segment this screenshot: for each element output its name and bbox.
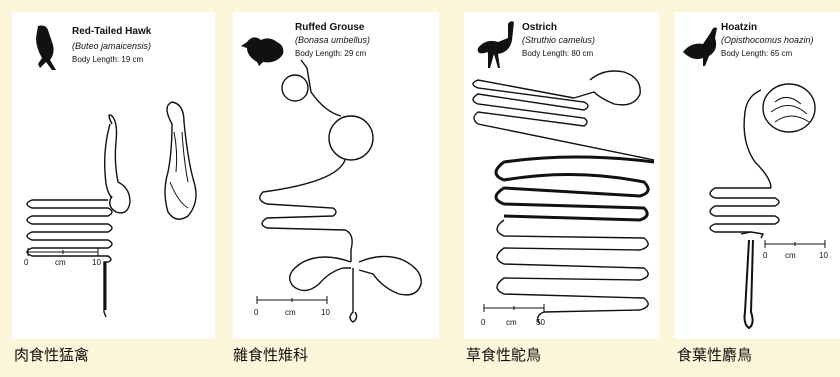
scale-start-label: 0 — [24, 258, 29, 267]
scientific-name: (Struthio camelus) — [522, 35, 595, 45]
digestive-tract-drawing — [260, 60, 421, 322]
species-name: Red-Tailed Hawk — [72, 26, 152, 37]
body-length: Body Length: 65 cm — [721, 49, 792, 58]
scale-unit-label: cm — [785, 251, 796, 260]
caption-ostrich: 草食性鴕鳥 — [466, 344, 541, 365]
species-name: Ostrich — [522, 22, 557, 33]
body-length: Body Length: 80 cm — [522, 49, 593, 58]
panel-ostrich: Ostrich (Struthio camelus) Body Length: … — [464, 12, 659, 339]
scale-start-label: 0 — [763, 251, 768, 260]
digestive-tract-drawing — [710, 84, 815, 328]
digestive-tract-drawing — [473, 71, 654, 324]
scale-bar — [28, 248, 98, 256]
hawk-silhouette-icon — [36, 26, 56, 71]
scale-end-label: 50 — [536, 318, 545, 327]
scale-end-label: 10 — [92, 258, 101, 267]
scale-start-label: 0 — [254, 308, 259, 317]
scale-unit-label: cm — [285, 308, 296, 317]
scale-bar — [484, 304, 544, 312]
panel-hoatzin: Hoatzin (Opisthocomus hoazin) Body Lengt… — [675, 12, 840, 339]
body-length: Body Length: 19 cm — [72, 55, 143, 64]
scientific-name: (Opisthocomus hoazin) — [721, 35, 814, 45]
hoatzin-silhouette-icon — [683, 28, 717, 67]
body-length: Body Length: 29 cm — [295, 49, 366, 58]
panel-grouse: Ruffed Grouse (Bonasa umbellus) Body Len… — [233, 12, 439, 339]
scale-unit-label: cm — [506, 318, 517, 327]
scale-end-label: 10 — [321, 308, 330, 317]
species-name: Ruffed Grouse — [295, 22, 365, 33]
digestive-tract-drawing — [27, 102, 196, 317]
scientific-name: (Buteo jamaicensis) — [72, 41, 151, 51]
scale-bar — [765, 240, 825, 248]
scale-unit-label: cm — [55, 258, 66, 267]
scale-end-label: 10 — [819, 251, 828, 260]
caption-hawk: 肉食性猛禽 — [14, 344, 89, 365]
caption-grouse: 雜食性雉科 — [233, 344, 308, 365]
ostrich-silhouette-icon — [478, 21, 514, 68]
panel-hawk: Red-Tailed Hawk (Buteo jamaicensis) Body… — [12, 12, 215, 339]
caption-hoatzin: 食葉性麝鳥 — [677, 344, 752, 365]
grouse-silhouette-icon — [241, 37, 283, 66]
species-name: Hoatzin — [721, 22, 757, 33]
scale-bar — [257, 296, 327, 304]
scientific-name: (Bonasa umbellus) — [295, 35, 370, 45]
scale-start-label: 0 — [481, 318, 486, 327]
